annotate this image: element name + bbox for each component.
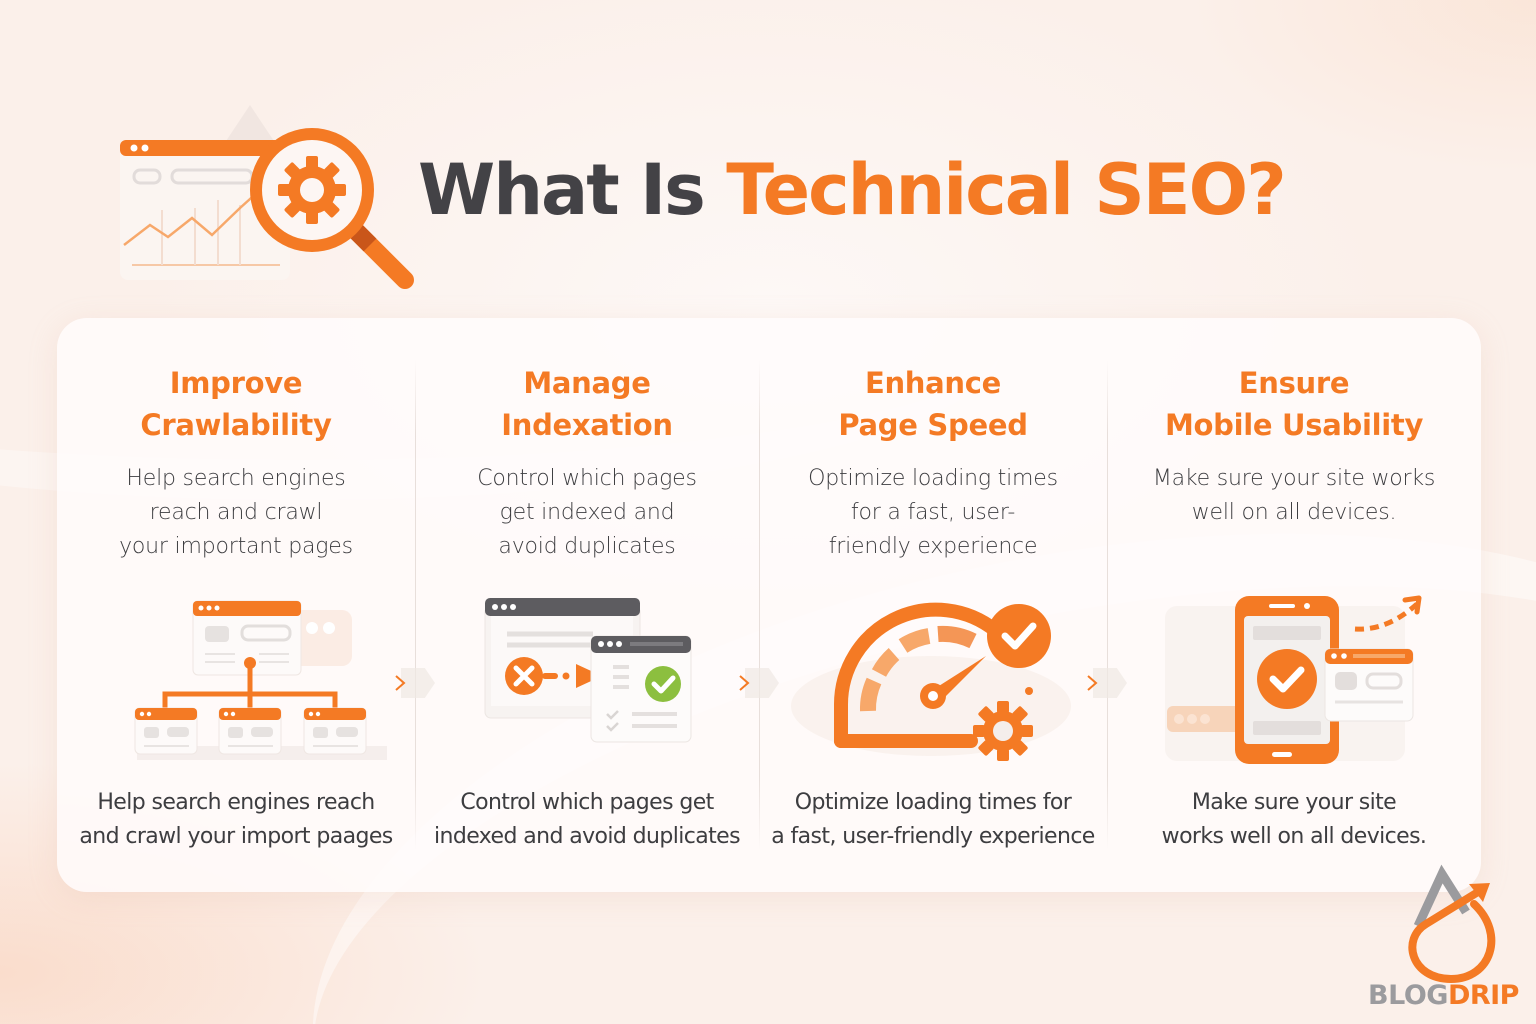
column-footer: Help search engines reach and crawl your… — [79, 790, 393, 849]
column-description: Help search engines reach and crawl your… — [119, 466, 353, 559]
chevron-right-icon — [737, 668, 777, 698]
mobile-check-icon — [1165, 595, 1422, 764]
page-title: What Is Technical SEO? — [418, 142, 1287, 238]
column-title: Manage Indexation — [501, 366, 673, 442]
column-description: Control which pages get indexed and avoi… — [477, 466, 697, 559]
column-crawlability: Improve Crawlability Help search engines… — [57, 318, 415, 892]
chevron-right-icon — [1085, 668, 1125, 698]
page-title-accent: Technical SEO? — [726, 149, 1287, 231]
column-divider — [1107, 360, 1108, 850]
brand-logo-text: BLOGDRIP — [1368, 980, 1519, 1011]
page-title-prefix: What Is — [418, 149, 727, 231]
content-card: Improve Crawlability Help search engines… — [57, 318, 1481, 892]
index-redirect-icon — [484, 598, 692, 743]
column-description: Optimize loading times for a fast, user-… — [808, 466, 1058, 559]
column-footer: Make sure your site works well on all de… — [1161, 790, 1427, 849]
column-footer: Optimize loading times for a fast, user-… — [771, 790, 1095, 849]
column-title: Enhance Page Speed — [838, 366, 1028, 442]
column-indexation: Manage Indexation Control which pages ge… — [415, 318, 759, 892]
site-hierarchy-icon — [134, 600, 387, 760]
logo-text-blog: BLOG — [1368, 980, 1448, 1011]
column-page-speed: Enhance Page Speed Optimize loading time… — [759, 318, 1107, 892]
column-title: Improve Crawlability — [140, 366, 332, 442]
column-description: Make sure your site works well on all de… — [1152, 466, 1436, 525]
column-mobile-usability: Ensure Mobile Usability Make sure your s… — [1107, 318, 1481, 892]
column-divider — [415, 360, 416, 850]
blogdrip-logo-icon — [1408, 864, 1496, 984]
column-divider — [759, 360, 760, 850]
speedometer-icon — [791, 602, 1071, 761]
column-footer: Control which pages get indexed and avoi… — [434, 790, 741, 849]
column-title: Ensure Mobile Usability — [1164, 366, 1424, 442]
chevron-right-icon — [393, 668, 433, 698]
magnifier-gear-icon — [120, 105, 414, 289]
logo-text-drip: DRIP — [1447, 980, 1520, 1011]
